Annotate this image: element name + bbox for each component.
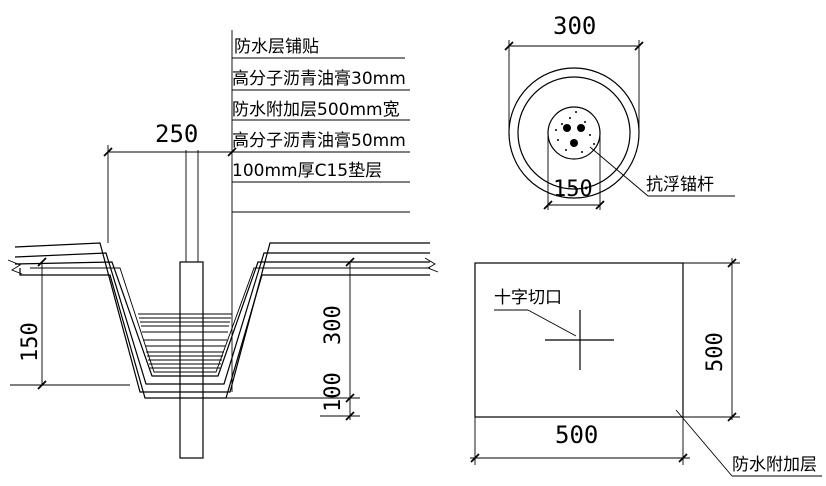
cross-leader: [527, 309, 577, 337]
layer-square: [474, 262, 684, 418]
concrete-speckle: [555, 111, 595, 153]
dim-250-text: 250: [155, 120, 198, 148]
break-symbol-left: [7, 259, 23, 275]
rebar-dot-1: [563, 124, 571, 132]
dim-300-top-text: 300: [553, 12, 596, 40]
layer-label: 防水附加层: [732, 455, 817, 475]
note-4: 高分子沥青油膏50mm: [232, 130, 406, 151]
square-view: 十字切口 500 500 防水附加层: [470, 258, 822, 477]
anchor-circle: [547, 106, 601, 160]
note-1: 防水层铺贴: [234, 37, 319, 57]
note-5: 100mm厚C15垫层: [232, 161, 382, 181]
dim-100-text: 100: [321, 372, 346, 412]
dim-500-bottom-text: 500: [555, 421, 598, 449]
dim-300-text: 300: [321, 305, 346, 345]
pit-liner-line: [14, 261, 430, 377]
rebar-dot-3: [570, 139, 578, 147]
dim-150-plan-text: 150: [553, 177, 593, 202]
cross-label: 十字切口: [494, 288, 562, 308]
slab-outer-line: [14, 242, 430, 393]
dim-150-text: 150: [18, 322, 43, 362]
break-symbol-right: [424, 257, 439, 273]
dim-500-right-text: 500: [703, 332, 728, 372]
cushion-line: [19, 268, 430, 399]
note-2: 高分子沥青油膏30mm: [232, 68, 406, 89]
layer-leader: [675, 409, 733, 477]
asphalt-hatch: [138, 313, 232, 369]
section-view: 防水层铺贴 高分子沥青油膏30mm 防水附加层500mm宽 高分子沥青油膏50m…: [7, 30, 439, 459]
plan-view: 300 150 抗浮锚杆: [504, 12, 735, 210]
anchor-label: 抗浮锚杆: [646, 175, 714, 195]
note-3: 防水附加层500mm宽: [232, 100, 400, 120]
middle-circle: [517, 76, 631, 190]
slab-inner-line: [14, 252, 430, 385]
anchor-leader: [589, 146, 649, 197]
anchor-rod-section: [179, 261, 204, 459]
pit-inner-line: [30, 267, 430, 373]
rebar-dot-2: [577, 124, 585, 132]
